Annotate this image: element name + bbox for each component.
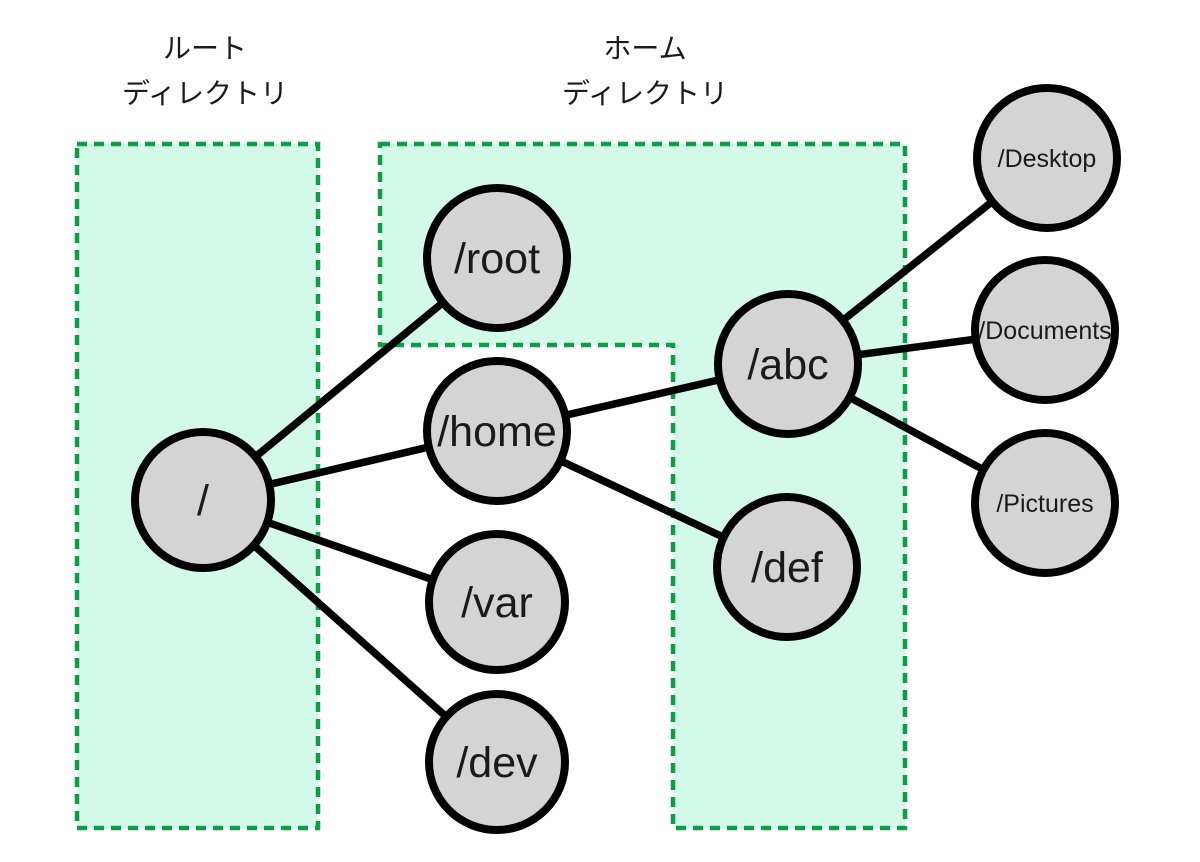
node-pictures-circle: [971, 429, 1119, 577]
node-abc-circle: [714, 290, 862, 438]
node-var-circle: [425, 530, 569, 674]
node-home-label: /home: [437, 408, 557, 456]
node-desktop-label: /Desktop: [998, 145, 1097, 173]
node-desktop-circle: [973, 84, 1121, 232]
node-pictures-label: /Pictures: [996, 490, 1093, 518]
node-slash-label: /: [197, 477, 209, 525]
root-directory-label-line1: ルート: [163, 33, 247, 64]
node-slash-circle: [131, 428, 275, 572]
node-home-circle: [423, 357, 571, 505]
node-root-label: /root: [454, 235, 540, 283]
home-directory-label-line1: ホーム: [603, 33, 686, 64]
node-dev-circle: [425, 690, 569, 834]
node-def-label: /def: [751, 544, 824, 592]
node-documents-circle: [971, 256, 1119, 404]
node-documents-label: /Documents: [978, 317, 1111, 345]
node-abc-label: /abc: [747, 341, 828, 389]
node-def-circle: [713, 493, 861, 641]
node-var-label: /var: [461, 579, 533, 627]
node-root-circle: [423, 184, 571, 332]
root-directory-label-line2: ディレクトリ: [122, 78, 288, 109]
node-dev-label: /dev: [456, 739, 538, 787]
home-directory-label-line2: ディレクトリ: [562, 78, 728, 109]
